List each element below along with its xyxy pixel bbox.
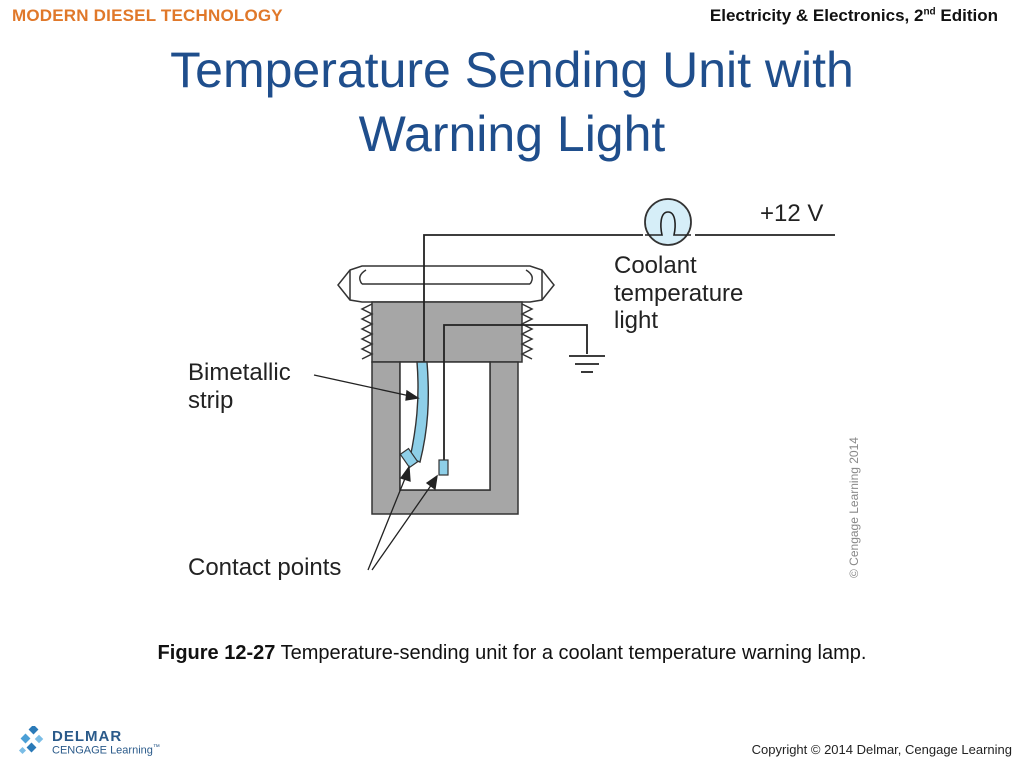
- wiring: [423, 234, 835, 460]
- sending-unit-diagram: +12 V Coolant temperature light Bimetall…: [188, 198, 861, 581]
- lamp-label-line1: Coolant: [614, 252, 697, 279]
- strip-label-line1: Bimetallic: [188, 359, 291, 386]
- copyright-notice: Copyright © 2014 Delmar, Cengage Learnin…: [751, 742, 1012, 757]
- edition-text: Electricity & Electronics, 2: [709, 6, 924, 25]
- strip-label: Bimetallic strip: [188, 359, 297, 414]
- contact-point-fixed: [438, 459, 449, 476]
- strip-label-line2: strip: [188, 387, 233, 414]
- logo-line1: DELMAR: [52, 728, 123, 745]
- lamp-label-line2: temperature: [614, 280, 743, 307]
- slide-title: Temperature Sending Unit with Warning Li…: [0, 38, 1024, 166]
- series-name: MODERN DIESEL TECHNOLOGY: [12, 6, 283, 25]
- contact-label: Contact points: [188, 554, 341, 581]
- warning-lamp: [644, 198, 692, 246]
- figure-number: Figure 12-27: [157, 642, 276, 664]
- delmar-logo-icon: [18, 726, 44, 755]
- copyright-watermark: © Cengage Learning 2014: [847, 437, 861, 578]
- ground-symbol: [569, 355, 605, 373]
- contact-point-moving: [399, 447, 419, 469]
- lamp-label-line3: light: [614, 307, 658, 334]
- edition-tail: Edition: [935, 6, 998, 25]
- logo-trademark: ™: [152, 744, 160, 751]
- logo-line2: CENGAGE Learning™: [52, 744, 160, 757]
- edition-label: Electricity & Electronics, 2nd Edition: [710, 6, 998, 26]
- threaded-section: [360, 301, 534, 363]
- slide-title-line2: Warning Light: [358, 106, 666, 162]
- bimetallic-strip: [409, 361, 430, 463]
- leader-lines: [313, 374, 438, 571]
- slide-title-line1: Temperature Sending Unit with: [170, 42, 854, 98]
- voltage-label: +12 V: [760, 200, 823, 227]
- figure-caption: Figure 12-27 Temperature-sending unit fo…: [0, 642, 1024, 665]
- hex-nut: [337, 265, 555, 303]
- figure-caption-text: Temperature-sending unit for a coolant t…: [275, 642, 867, 664]
- publisher-logo: DELMAR CENGAGE Learning™: [52, 728, 160, 757]
- logo-line2-text: CENGAGE Learning: [52, 744, 153, 757]
- lamp-label: Coolant temperature light: [614, 252, 750, 334]
- edition-superscript: nd: [923, 6, 936, 18]
